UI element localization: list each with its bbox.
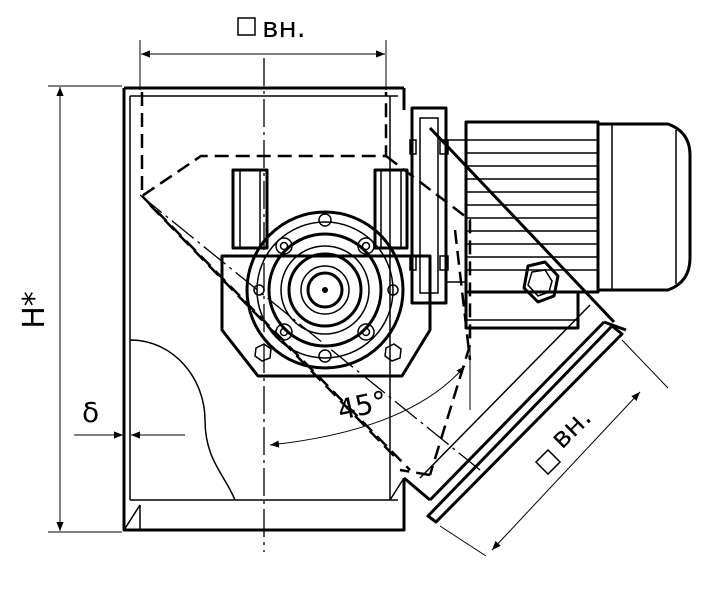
height-label: H* <box>17 291 52 329</box>
flap-curve <box>129 339 236 501</box>
motor-fins <box>466 139 598 271</box>
square-symbol-icon <box>237 17 256 36</box>
dim-top-inner: вн. <box>139 11 387 90</box>
center-lines <box>139 58 481 552</box>
outlet-inner-size-label: вн. <box>544 401 598 455</box>
hidden-contour <box>140 92 472 477</box>
dim-gap: δ <box>74 396 185 439</box>
housing-body <box>122 86 406 532</box>
electric-motor <box>446 120 692 330</box>
gearbox-housing <box>220 168 432 378</box>
dim-height: H* <box>17 85 122 533</box>
mount-plate <box>409 106 449 305</box>
gap-label: δ <box>82 396 99 429</box>
outlet-square-symbol-icon <box>534 448 562 476</box>
top-inner-size-label: вн. <box>262 11 306 44</box>
flange-bolts <box>253 213 399 363</box>
outlet-branch <box>403 126 627 524</box>
